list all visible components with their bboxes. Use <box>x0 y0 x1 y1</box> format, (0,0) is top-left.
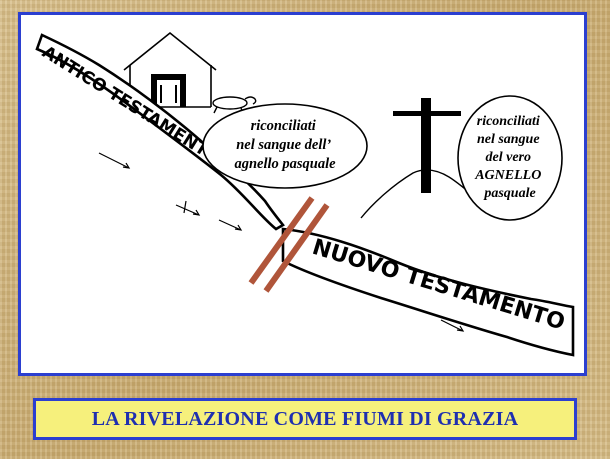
svg-text:riconciliati nel sangu: riconciliati nel sangue dell’ agnello pa… <box>234 118 336 172</box>
bubble-left: riconciliati nel sangue dell’ agnello pa… <box>202 103 368 189</box>
divider-lines <box>248 196 330 293</box>
bubble-right-line-3: del vero <box>486 150 531 165</box>
cross-icon <box>393 98 461 193</box>
bubble-right-line-4: AGNELLO <box>474 168 541 183</box>
caption-box: LA RIVELAZIONE COME FIUMI DI GRAZIA <box>33 398 577 440</box>
new-testament-river <box>281 227 575 357</box>
old-testament-label: ANTICO TESTAMENTO <box>38 42 223 168</box>
bubble-right: riconciliati nel sangue del vero AGNELLO… <box>457 95 563 221</box>
bubble-right-line-1: riconciliati <box>477 114 540 129</box>
old-testament-river <box>35 33 285 231</box>
divider-line-2 <box>263 203 330 293</box>
caption-title: LA RIVELAZIONE COME FIUMI DI GRAZIA <box>91 407 519 430</box>
divider-line-1 <box>248 196 315 285</box>
bubble-left-line-1: riconciliati <box>251 118 316 134</box>
svg-text:riconciliati nel sangu: riconciliati nel sangue del vero AGNELLO… <box>474 114 545 201</box>
current-arrows <box>98 152 465 332</box>
bubble-left-line-2: nel sangue dell’ <box>236 137 331 153</box>
bubble-right-line-2: nel sangue <box>477 132 540 147</box>
river-diagram: ANTICO TESTAMENTO NUOVO TESTAMENTO ricon… <box>35 31 575 357</box>
bubble-right-line-5: pasquale <box>483 186 535 201</box>
diagram-panel: ANTICO TESTAMENTO NUOVO TESTAMENTO ricon… <box>18 12 587 376</box>
bubble-left-line-3: agnello pasquale <box>234 156 336 172</box>
